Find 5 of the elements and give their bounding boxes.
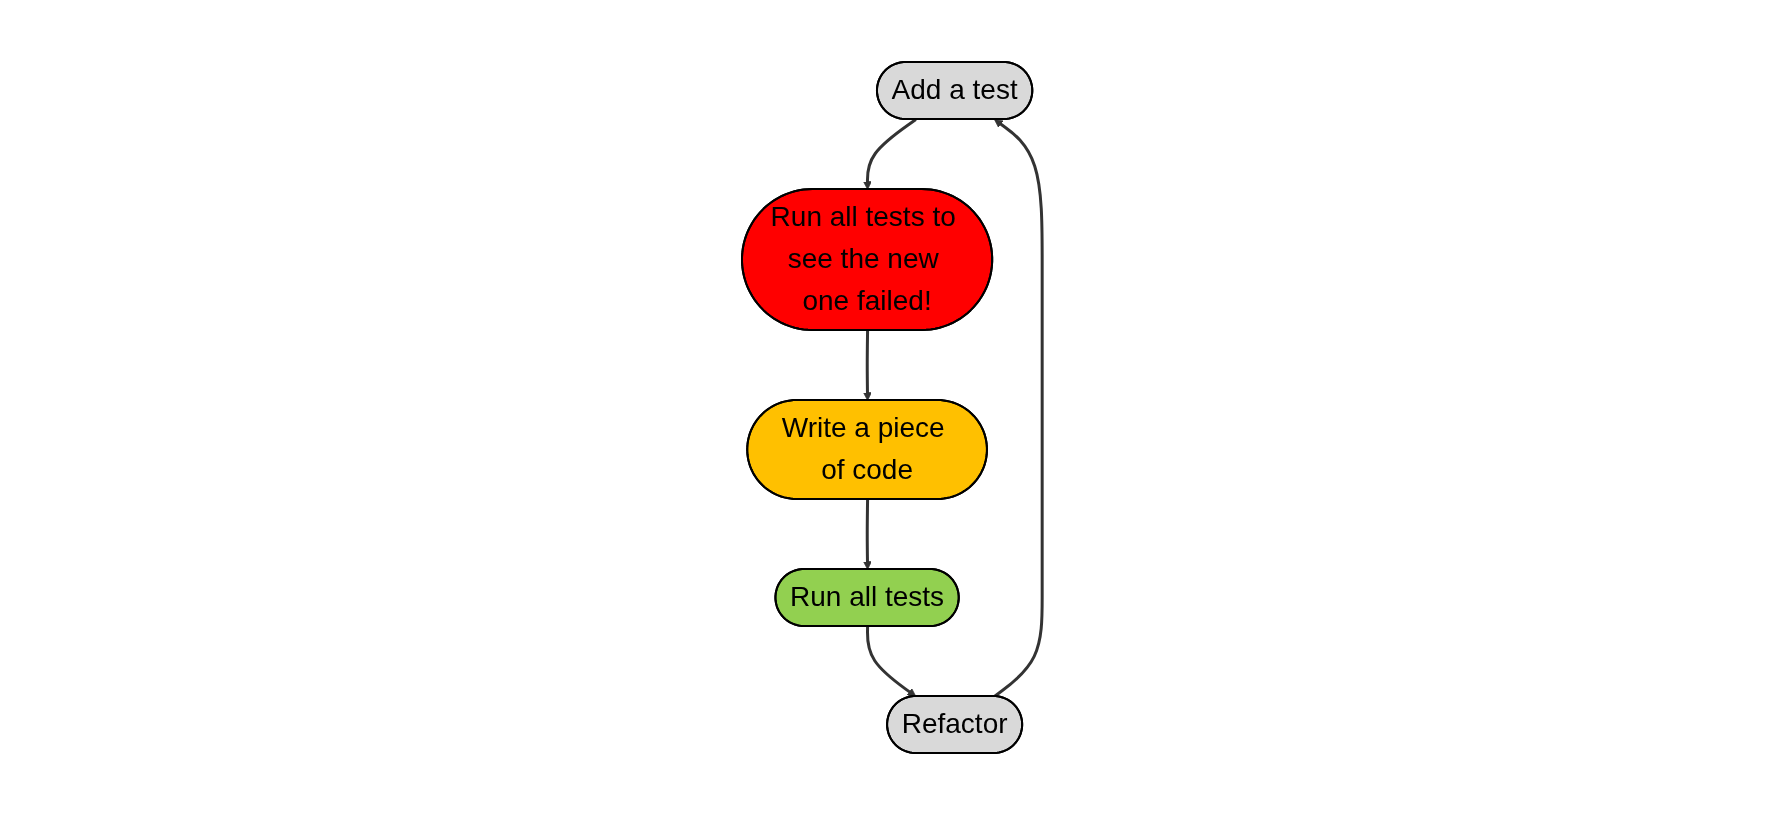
arrow — [866, 626, 917, 697]
arrow — [993, 119, 1045, 698]
arrow — [863, 330, 873, 401]
arrow — [863, 499, 873, 570]
arrow — [863, 118, 918, 190]
